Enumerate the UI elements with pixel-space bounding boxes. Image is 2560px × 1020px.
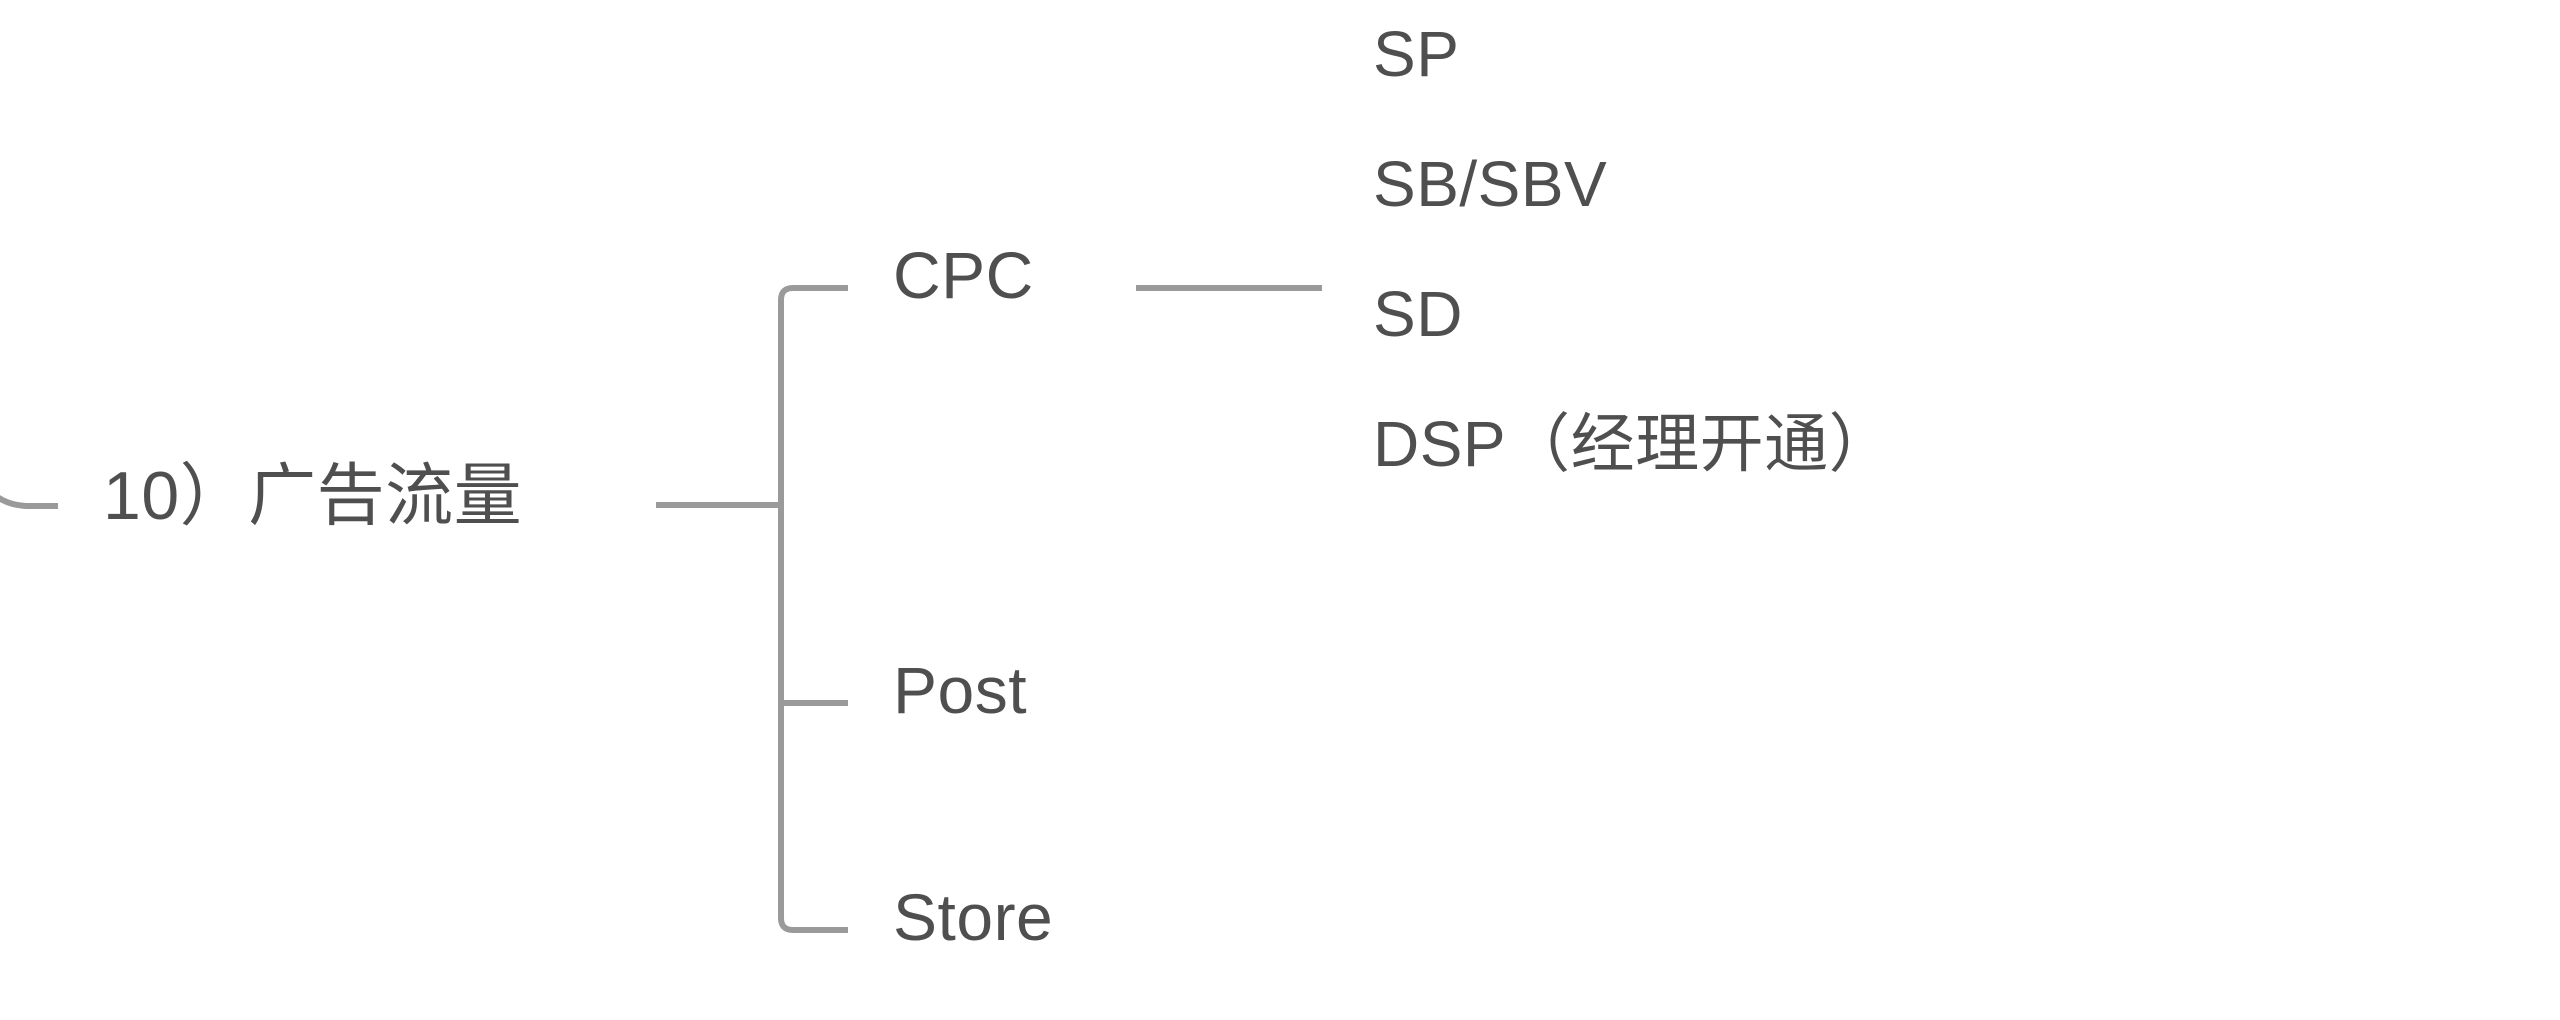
leaf-node-sb-sbv[interactable]: SB/SBV <box>1373 148 1608 220</box>
leaf-node-sp[interactable]: SP <box>1373 18 1460 90</box>
branch-node-post[interactable]: Post <box>893 653 1028 727</box>
leaf-node-dsp[interactable]: DSP（经理开通） <box>1373 408 1894 480</box>
branch-spine <box>778 285 848 933</box>
branch-node-cpc[interactable]: CPC <box>893 238 1034 312</box>
leaf-node-sd[interactable]: SD <box>1373 278 1463 350</box>
parent-stub-connector <box>0 495 58 509</box>
branch-node-store[interactable]: Store <box>893 880 1054 954</box>
root-node-label[interactable]: 10）广告流量 <box>103 458 523 534</box>
